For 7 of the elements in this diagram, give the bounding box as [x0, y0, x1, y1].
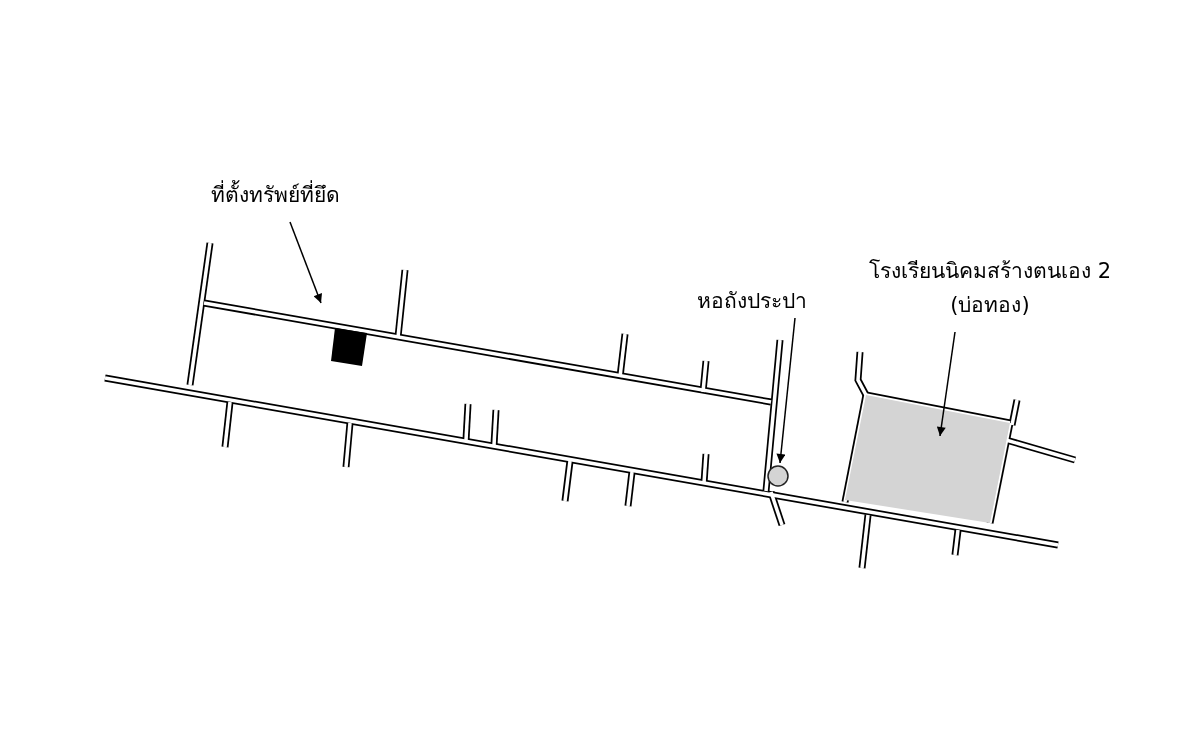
map-label: (บ่อทอง) [950, 292, 1030, 319]
arrow [289, 221, 322, 304]
map-label: หอถังประปา [697, 288, 807, 315]
map-label: ที่ตั้งทรัพย์ที่ยึด [210, 178, 340, 212]
map-label: โรงเรียนนิคมสร้างตนเอง 2 [868, 258, 1111, 285]
arrow [936, 331, 956, 437]
arrow [776, 317, 796, 464]
